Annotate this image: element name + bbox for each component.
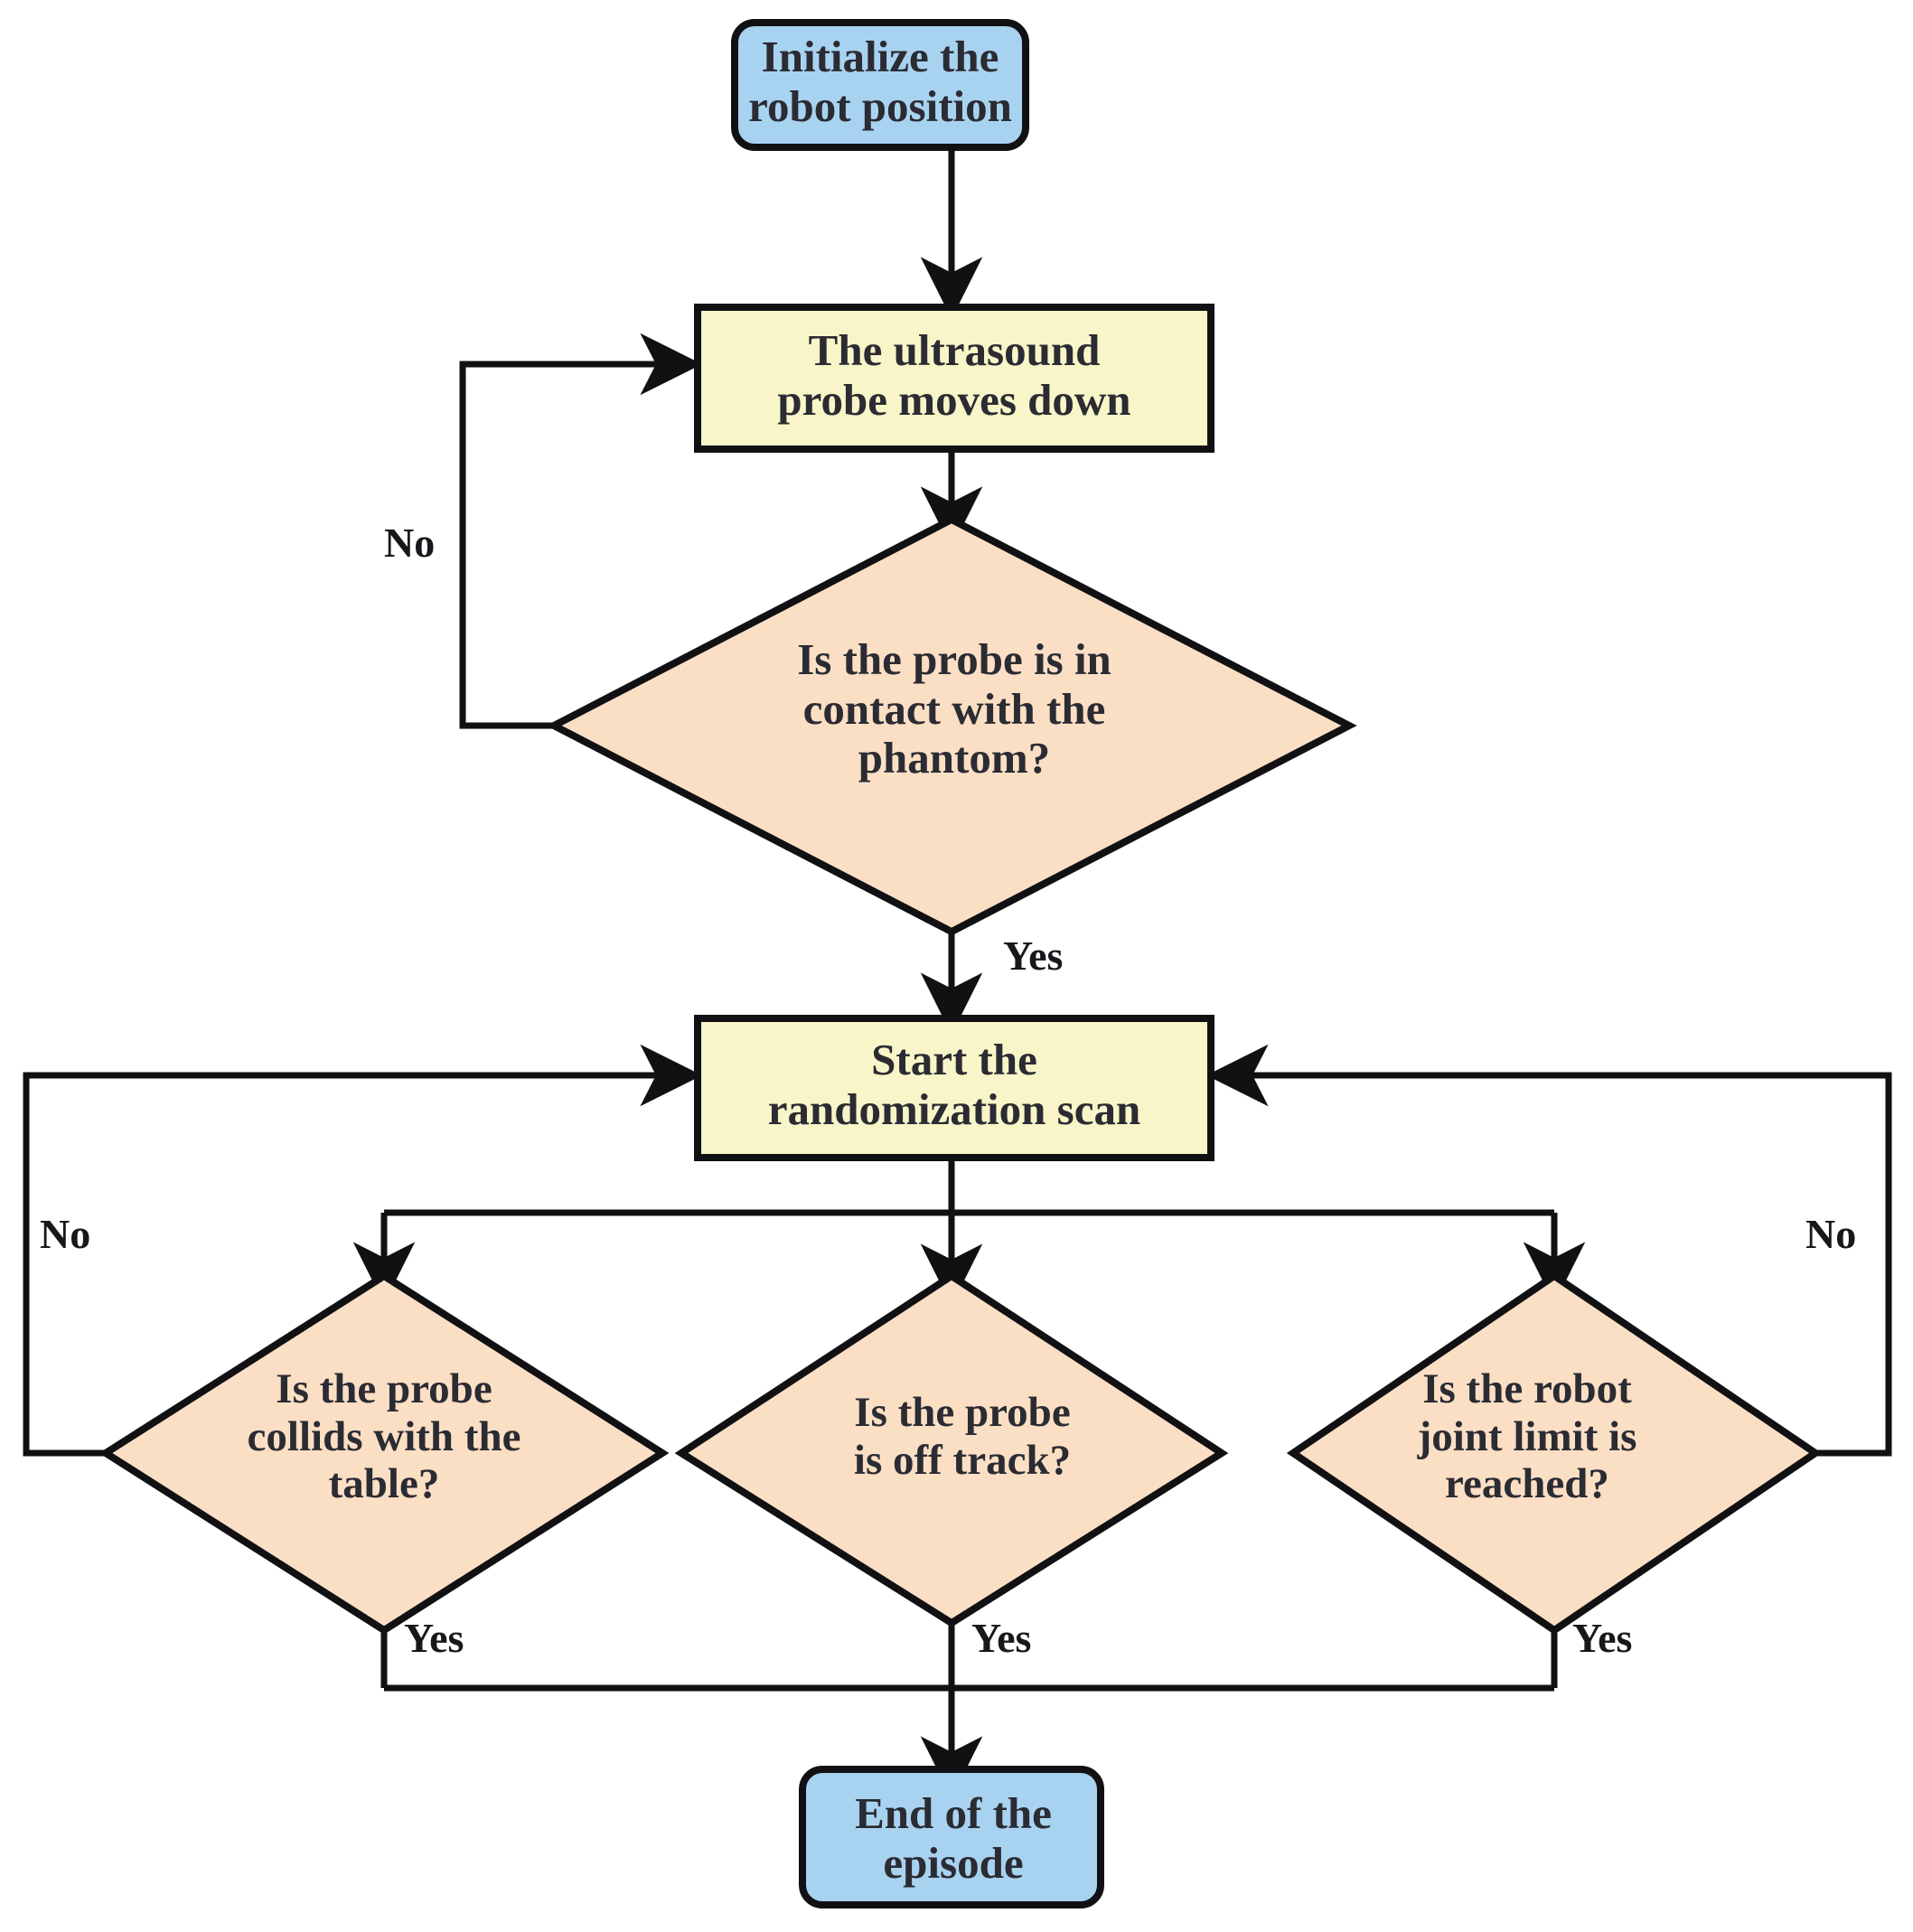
edge-label-offtrack-yes: Yes: [971, 1615, 1032, 1661]
edge-contact-no-loop: [459, 333, 702, 729]
node-initialize[interactable]: [731, 19, 1029, 151]
edge-label-contact-yes: Yes: [1003, 933, 1064, 979]
edge-label-collision-yes: Yes: [404, 1615, 464, 1661]
node-contact-check[interactable]: [546, 515, 1357, 936]
node-off-track-check[interactable]: [674, 1271, 1229, 1627]
node-end-episode[interactable]: [799, 1766, 1104, 1909]
edge-jointlimit-no-loop: [1206, 1044, 1892, 1457]
node-start-scan[interactable]: [694, 1015, 1214, 1161]
node-joint-limit-check[interactable]: [1286, 1271, 1823, 1635]
edge-label-collision-no: No: [40, 1211, 91, 1257]
node-collision-check[interactable]: [98, 1271, 670, 1635]
edge-label-jointlimit-yes: Yes: [1572, 1615, 1633, 1661]
edge-label-contact-no: No: [384, 520, 436, 566]
edge-collision-no-loop: [23, 1044, 702, 1457]
node-probe-moves-down[interactable]: [694, 304, 1214, 453]
edge-label-jointlimit-no: No: [1805, 1211, 1857, 1257]
